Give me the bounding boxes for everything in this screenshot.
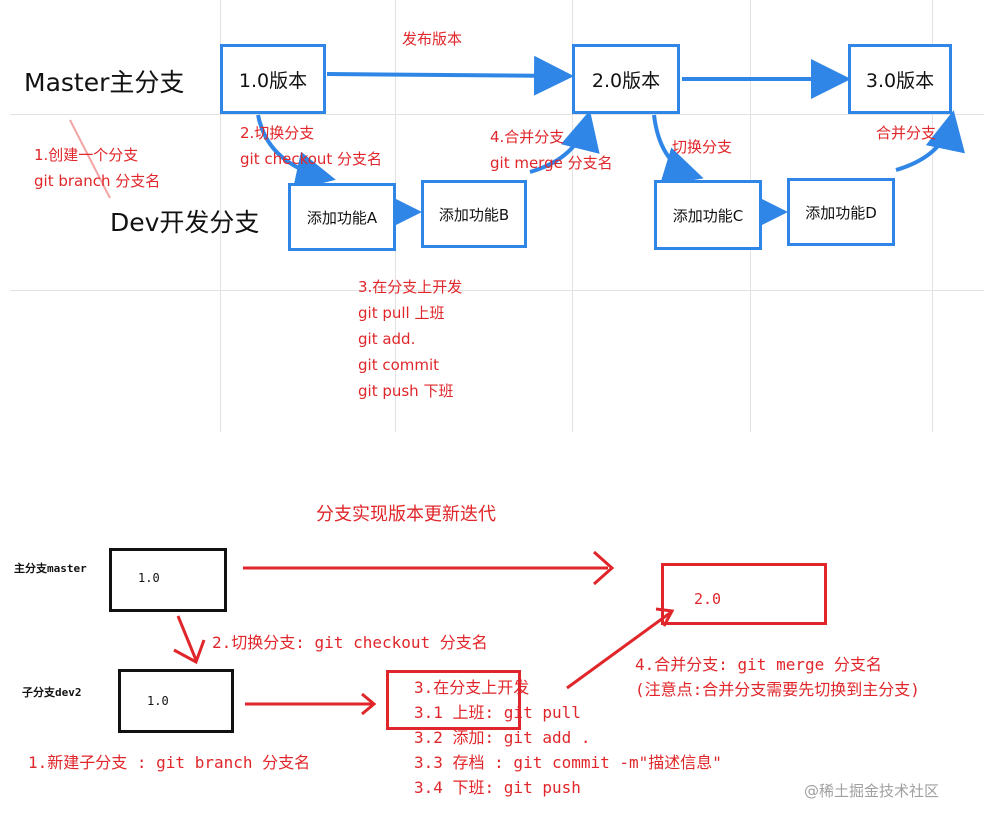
merge-arrow-b	[529, 110, 600, 174]
version-2-redbox: 2.0	[661, 563, 827, 625]
feature-b-box: 添加功能B	[421, 180, 527, 248]
feature-d-box: 添加功能D	[787, 178, 895, 246]
switch-arrow-c	[652, 114, 704, 186]
feature-a-box: 添加功能A	[288, 183, 396, 251]
master-branch-label: Master主分支	[24, 68, 185, 97]
dev-branch-label: Dev开发分支	[110, 208, 260, 237]
version-1-box: 1.0版本	[220, 44, 326, 114]
bottom-title: 分支实现版本更新迭代	[316, 504, 496, 525]
publish-label: 发布版本	[402, 30, 463, 48]
bottom-master-label: 主分支master	[14, 562, 87, 575]
watermark: @稀土掘金技术社区	[804, 782, 940, 800]
switch-down-arrow	[176, 615, 198, 661]
switch-arrow-a	[256, 114, 336, 191]
publish-arrow-1	[326, 55, 574, 96]
merge-d-label: 合并分支	[876, 124, 937, 142]
work-redbox	[386, 670, 521, 730]
dev-1-box: 1.0	[118, 669, 234, 733]
merge-arrow-d	[895, 110, 965, 172]
version-3-box: 3.0版本	[848, 44, 952, 114]
bottom-step1: 1.新建子分支 : git branch 分支名	[28, 753, 311, 772]
feature-c-box: 添加功能C	[654, 180, 762, 250]
merge-up-arrow	[566, 611, 671, 690]
create-branch-arrow	[69, 119, 111, 199]
version-2-box: 2.0版本	[572, 44, 680, 114]
bottom-step4: 4.合并分支: git merge 分支名(注意点:合并分支需要先切换到主分支)	[635, 655, 920, 699]
master-1-box: 1.0	[109, 548, 227, 612]
switch-c-label: 切换分支	[672, 138, 733, 156]
bottom-step2: 2.切换分支: git checkout 分支名	[212, 633, 488, 652]
bottom-dev-label: 子分支dev2	[22, 686, 82, 699]
